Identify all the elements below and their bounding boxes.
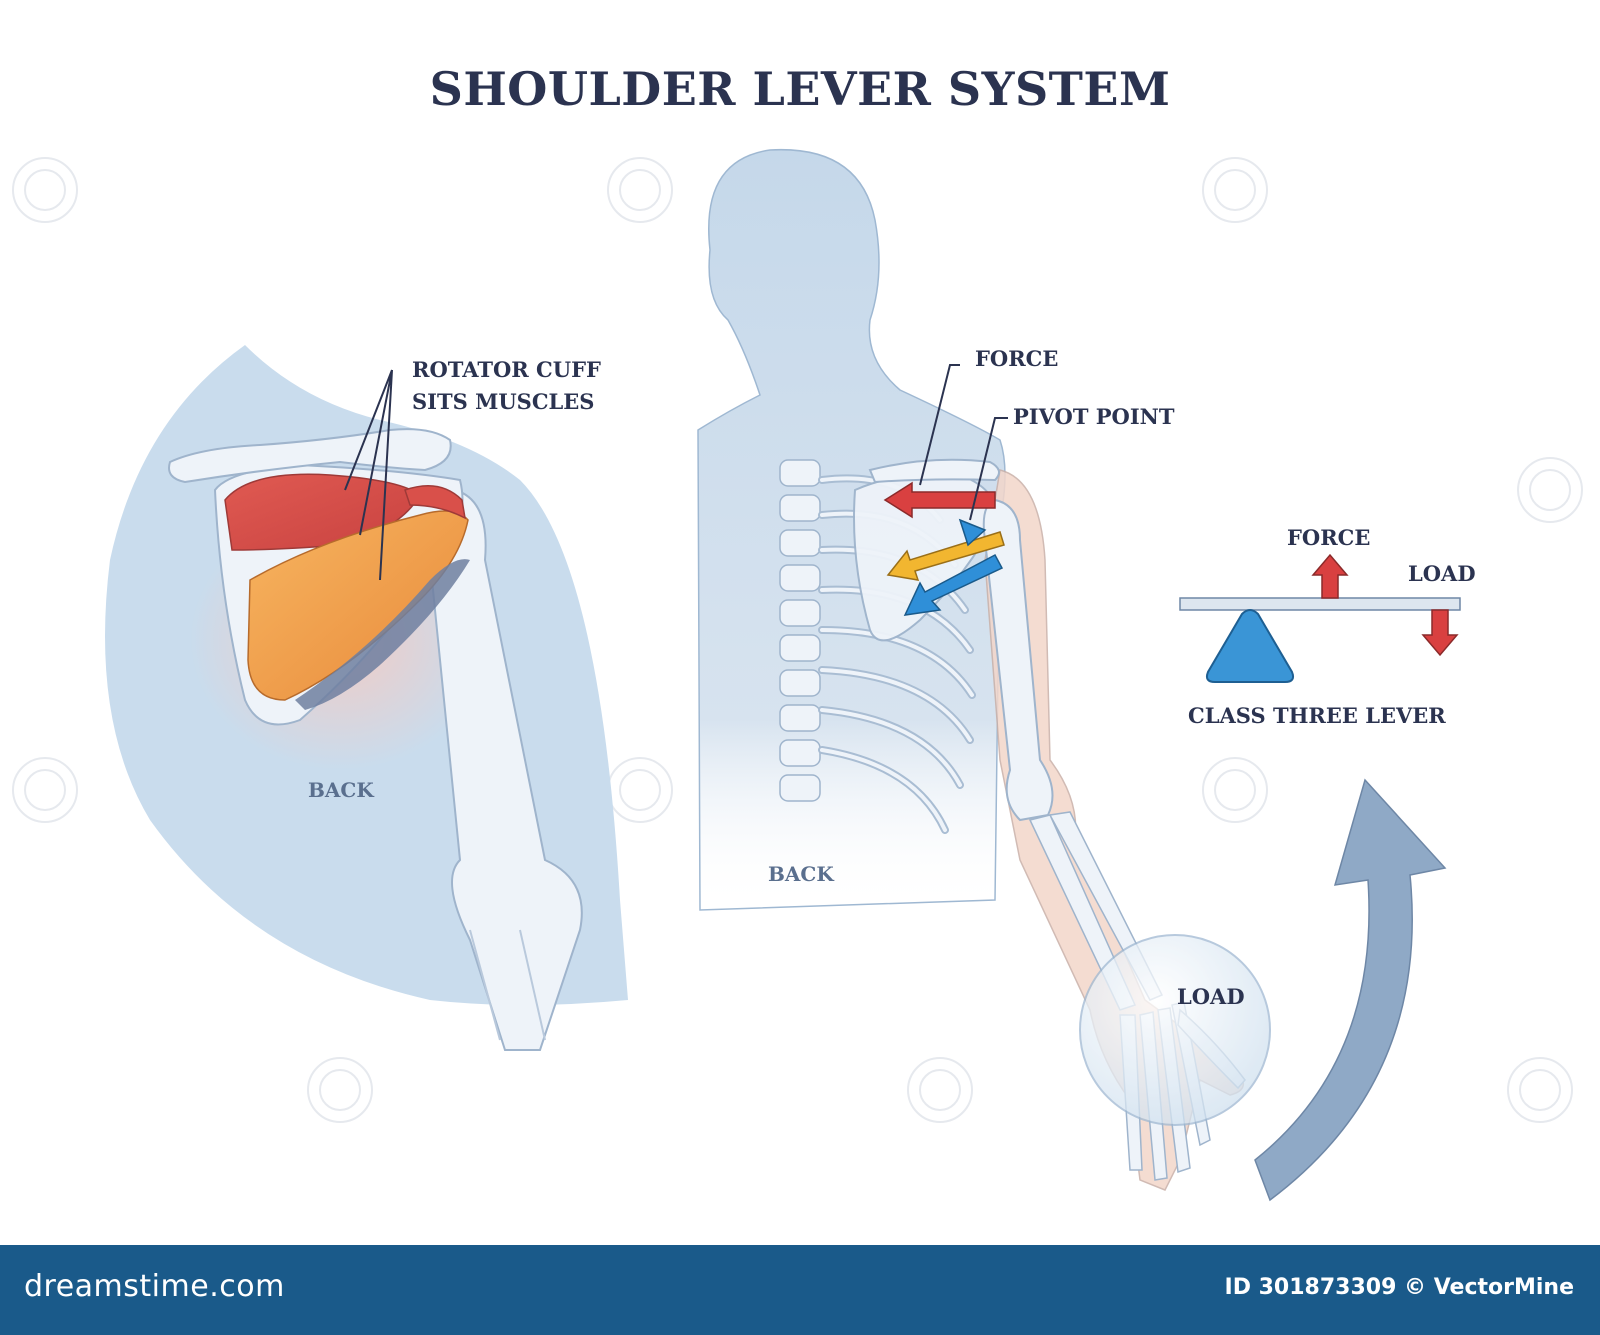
label-center-back: BACK bbox=[768, 862, 834, 886]
footer-credit: ID 301873309 © VectorMine bbox=[1224, 1275, 1574, 1300]
muscle-force-arrows bbox=[883, 481, 1005, 616]
label-force: FORCE bbox=[975, 346, 1059, 371]
force-up-arrow-icon bbox=[1311, 553, 1349, 599]
page-title: SHOULDER LEVER SYSTEM bbox=[429, 62, 1171, 116]
lever-label-force: FORCE bbox=[1287, 525, 1371, 550]
load-down-arrow-icon bbox=[1421, 609, 1459, 657]
footer-brand[interactable]: dreamstime.com bbox=[24, 1269, 285, 1304]
illustration bbox=[12, 148, 1583, 1202]
label-pivot-point: PIVOT POINT bbox=[1013, 404, 1175, 429]
diagram-stage: SHOULDER LEVER SYSTEM ROTATOR CUFF SITS … bbox=[12, 62, 1583, 1202]
label-rotator-cuff-line1: ROTATOR CUFF bbox=[412, 357, 601, 382]
label-rotator-cuff-line2: SITS MUSCLES bbox=[412, 389, 595, 414]
fulcrum-icon bbox=[1205, 609, 1295, 683]
left-shoulder-illustration bbox=[105, 345, 628, 1051]
lever-caption: CLASS THREE LEVER bbox=[1188, 703, 1446, 728]
class-three-lever-diagram bbox=[1179, 553, 1461, 683]
label-left-back: BACK bbox=[308, 778, 374, 802]
rotation-arrow-icon bbox=[1254, 778, 1447, 1202]
lever-label-load: LOAD bbox=[1408, 561, 1476, 586]
footer-bar: dreamstime.com ID 301873309 © VectorMine bbox=[0, 1245, 1600, 1335]
label-load: LOAD bbox=[1177, 984, 1245, 1009]
center-torso-illustration bbox=[697, 148, 1271, 1191]
